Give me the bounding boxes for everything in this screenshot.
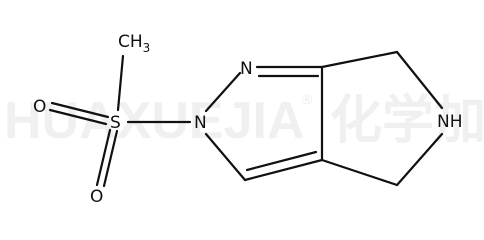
atom-oxygen-upper: O [33, 97, 46, 117]
bond-n-n [204, 71, 242, 113]
bond-c-ch2-upper [320, 50, 399, 69]
bond-s-o-lower-a [95, 128, 112, 187]
bond-s-o-upper-b [48, 108, 108, 126]
atom-oxygen-lower: O [90, 187, 103, 207]
bond-c-s [116, 54, 125, 112]
atom-nitrogen-2: N [240, 59, 253, 79]
bond-s-o-lower-b [102, 129, 119, 188]
atom-sulfur: S [110, 113, 121, 133]
bond-ch2-c-lower [320, 158, 399, 187]
bonds [48, 50, 444, 188]
atom-nitrogen-1: N [194, 113, 207, 133]
bond-c-c-b [245, 150, 318, 172]
atom-labels: CH3 S O O N N NH [33, 32, 463, 207]
atom-nh: NH [437, 112, 463, 132]
bond-c-c-a [243, 158, 324, 182]
atom-methyl: CH3 [118, 32, 150, 55]
bond-s-o-upper-a [50, 101, 110, 119]
bond-nh-ch2-lower [395, 132, 444, 187]
watermark: HUAXUEJIA ® 化学加 [4, 91, 484, 150]
bond-c-n [204, 132, 247, 182]
watermark-registered-mark: ® [302, 91, 313, 107]
watermark-chinese: 化学加 [330, 92, 484, 150]
bond-ch2-nh-upper [395, 50, 444, 110]
